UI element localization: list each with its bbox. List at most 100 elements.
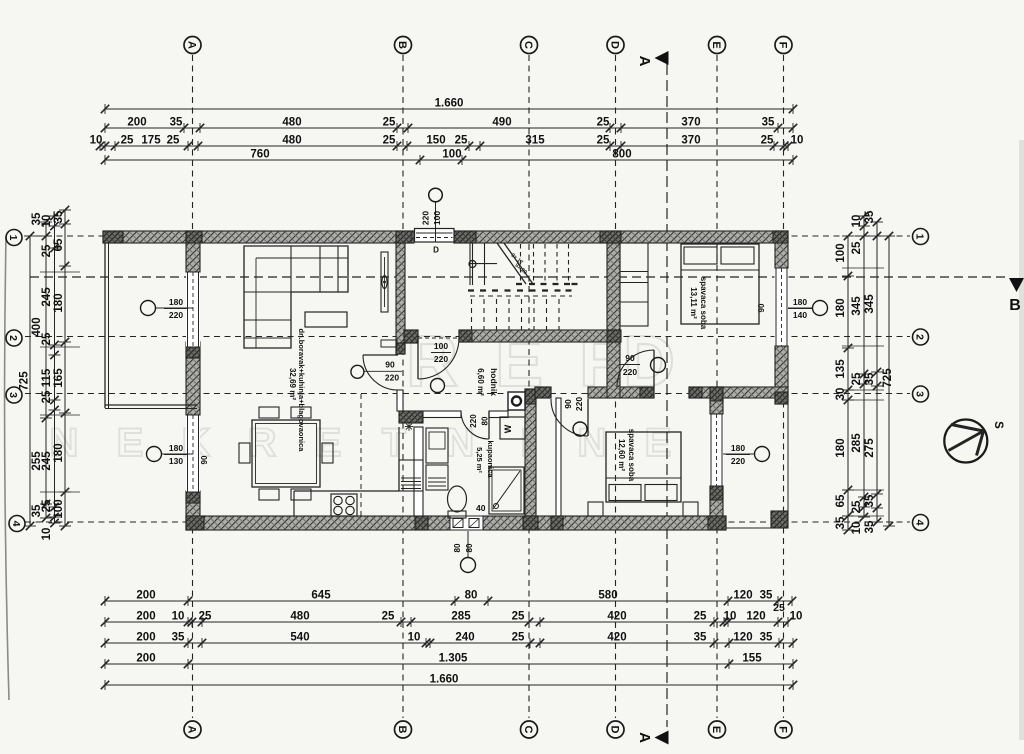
svg-text:35: 35 [760,632,773,644]
svg-text:25: 25 [383,135,396,147]
svg-text:A: A [636,732,653,743]
svg-text:B: B [1009,297,1021,314]
svg-text:25: 25 [199,611,212,623]
svg-text:285: 285 [451,611,471,623]
svg-text:1.305: 1.305 [439,653,468,665]
svg-text:120: 120 [733,632,752,644]
svg-text:1: 1 [914,234,926,240]
svg-text:130: 130 [169,456,183,466]
svg-text:345: 345 [851,296,863,316]
svg-text:C: C [522,41,534,49]
svg-text:35: 35 [53,210,65,223]
svg-text:180: 180 [793,297,807,307]
svg-text:25: 25 [41,244,53,257]
svg-text:5,25 m²: 5,25 m² [475,447,484,473]
svg-text:540: 540 [290,632,309,644]
svg-text:spavaca soba: spavaca soba [627,429,636,482]
svg-text:65: 65 [53,238,65,251]
svg-text:200: 200 [127,117,146,129]
svg-text:S: S [992,421,1004,429]
svg-text:spavaca soba: spavaca soba [699,277,708,330]
svg-text:220: 220 [574,397,584,411]
svg-text:N: N [50,421,79,465]
svg-text:180: 180 [835,438,847,457]
svg-text:245: 245 [41,287,53,307]
svg-text:220: 220 [623,367,637,377]
svg-text:100: 100 [434,341,448,351]
svg-text:200: 200 [136,632,155,644]
svg-text:90: 90 [385,360,395,370]
svg-text:25: 25 [512,632,525,644]
svg-text:80: 80 [481,416,490,425]
svg-text:140: 140 [793,310,807,320]
svg-text:135: 135 [835,359,847,379]
svg-text:35: 35 [31,504,43,517]
svg-text:220: 220 [469,414,478,428]
svg-text:90: 90 [757,303,766,312]
svg-text:4: 4 [10,521,22,527]
svg-text:10: 10 [790,611,803,623]
svg-text:25: 25 [512,611,525,623]
svg-text:180: 180 [731,443,745,453]
svg-text:25: 25 [382,611,395,623]
svg-text:B: B [396,41,408,49]
svg-text:90: 90 [625,353,635,363]
svg-text:480: 480 [282,135,301,147]
svg-text:90: 90 [563,399,573,409]
svg-text:35: 35 [864,520,876,533]
svg-text:345: 345 [864,294,876,314]
svg-text:420: 420 [607,632,626,644]
svg-text:35: 35 [864,372,876,385]
svg-text:760: 760 [250,149,269,161]
svg-text:80: 80 [465,543,474,552]
svg-text:275: 275 [864,438,876,458]
svg-text:25: 25 [694,611,707,623]
svg-text:580: 580 [598,590,617,602]
svg-text:400: 400 [31,317,43,336]
svg-text:C: C [522,726,534,734]
svg-text:35: 35 [864,494,876,507]
svg-text:12,60 m²: 12,60 m² [617,439,626,471]
svg-text:115: 115 [41,368,53,387]
svg-text:200: 200 [136,590,155,602]
svg-text:25: 25 [597,135,610,147]
svg-text:35: 35 [170,117,183,129]
svg-text:245: 245 [41,451,53,471]
svg-text:10: 10 [724,611,737,623]
svg-text:1.660: 1.660 [435,98,464,110]
svg-text:E: E [710,726,722,733]
svg-text:hodnik: hodnik [489,368,499,396]
svg-text:D: D [609,726,621,734]
svg-text:490: 490 [492,117,511,129]
svg-text:10: 10 [41,528,53,541]
svg-text:F: F [777,42,789,49]
svg-text:25: 25 [597,117,610,129]
svg-text:80: 80 [465,590,478,602]
svg-text:dn.boravak+kuhinja+blagovaonic: dn.boravak+kuhinja+blagovaonica [297,329,306,453]
svg-text:25: 25 [41,390,53,403]
svg-text:65: 65 [835,494,847,507]
svg-text:220: 220 [169,310,183,320]
svg-text:315: 315 [525,135,545,147]
svg-text:25: 25 [851,372,863,385]
svg-text:220: 220 [731,456,745,466]
svg-text:25: 25 [455,135,468,147]
svg-text:10: 10 [41,215,53,228]
svg-text:N: N [578,421,607,465]
svg-text:35: 35 [864,210,876,223]
svg-text:240: 240 [455,632,474,644]
svg-text:25: 25 [121,135,134,147]
svg-text:90: 90 [200,455,209,464]
svg-text:725: 725 [882,368,894,388]
svg-text:175: 175 [141,135,161,147]
svg-text:D: D [433,246,439,255]
svg-text:3: 3 [7,392,19,398]
svg-text:100: 100 [432,211,442,225]
svg-text:725: 725 [19,371,31,391]
svg-text:A: A [636,56,653,67]
svg-text:100: 100 [835,243,847,262]
svg-text:165: 165 [53,368,65,388]
svg-text:F: F [777,726,789,733]
svg-text:100: 100 [442,149,461,161]
svg-text:10: 10 [791,135,804,147]
